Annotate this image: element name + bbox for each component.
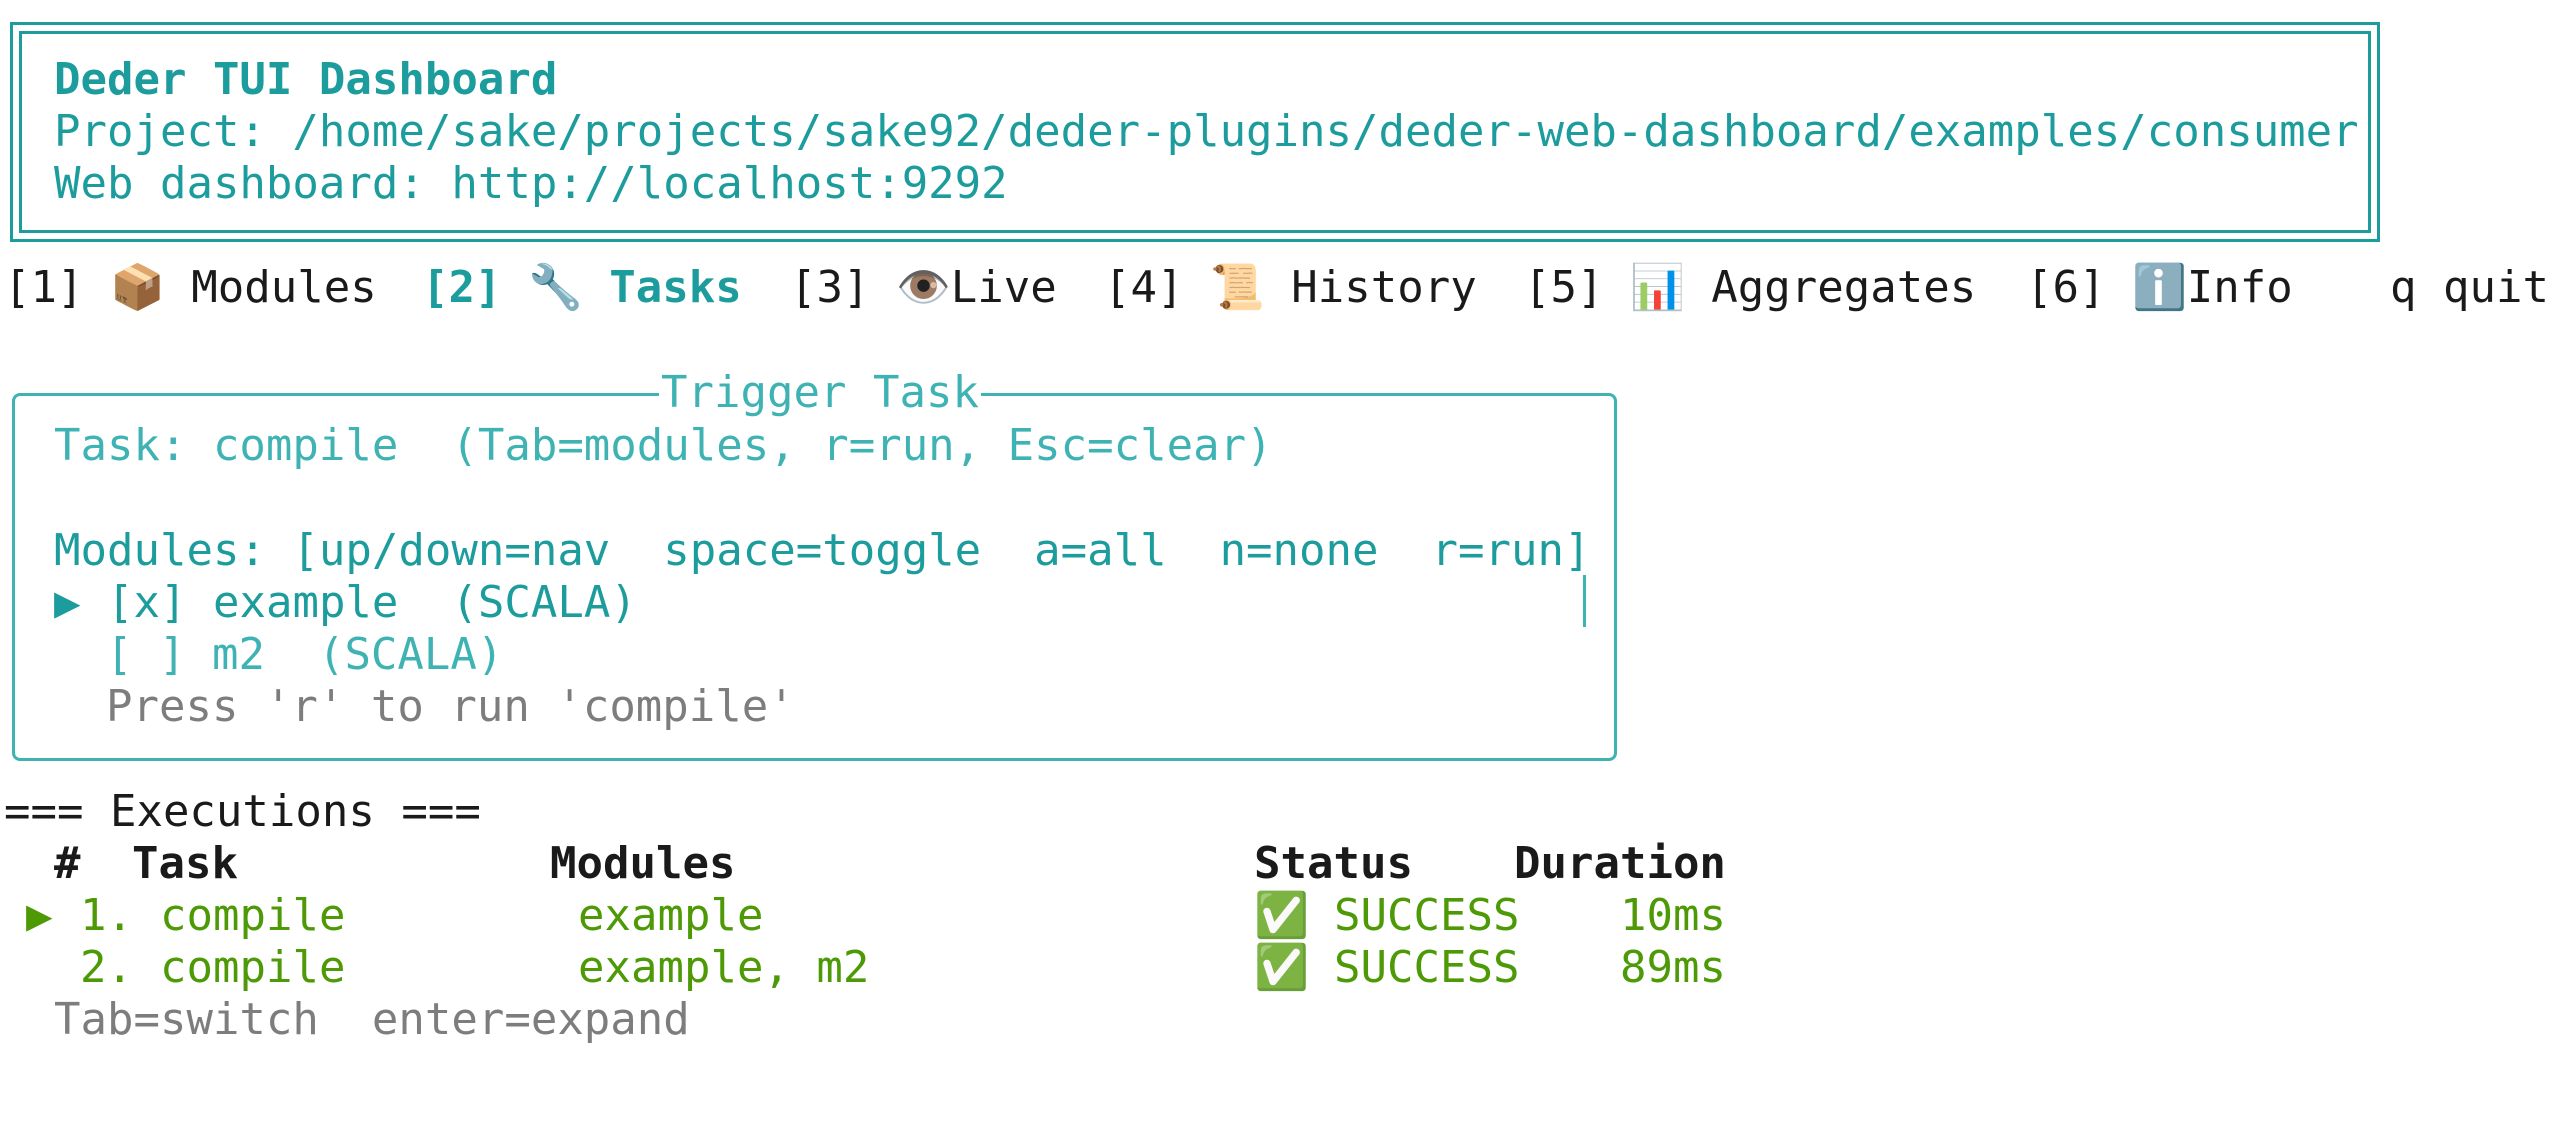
row-duration: 89ms — [1620, 942, 1726, 993]
modules-help-line: Modules: [up/down=nav space=toggle a=all… — [54, 525, 1591, 576]
col-header-duration: Duration — [1514, 838, 1726, 889]
trigger-task-title: Trigger Task — [659, 367, 981, 418]
web-dashboard-url[interactable]: Web dashboard: http://localhost:9292 — [54, 158, 1008, 209]
module-name: example — [212, 577, 399, 628]
selection-arrow-icon: ▶ — [26, 890, 53, 941]
tab-key: [5] — [1524, 262, 1604, 313]
row-status: SUCCESS — [1334, 942, 1520, 993]
check-icon: ✅ — [1254, 942, 1309, 993]
module-lang: (SCALA) — [317, 629, 504, 680]
executions-heading: === Executions === — [4, 786, 481, 837]
run-hint: Press 'r' to run 'compile' — [106, 681, 795, 732]
scroll-icon: 📜 — [1209, 262, 1265, 313]
project-path: Project: /home/sake/projects/sake92/dede… — [54, 106, 2359, 157]
row-modules: example, m2 — [578, 942, 870, 993]
package-icon: 📦 — [109, 262, 165, 313]
row-num: 2. — [80, 942, 133, 993]
tab-history[interactable]: [4] 📜 History — [1104, 262, 1477, 314]
panel-cursor-line — [1583, 575, 1586, 627]
tab-key: [2] — [422, 262, 502, 313]
row-duration: 10ms — [1620, 890, 1726, 941]
tab-live[interactable]: [3] 👁️Live — [790, 262, 1057, 314]
task-input-line[interactable]: Task: compile (Tab=modules, r=run, Esc=c… — [54, 420, 1273, 471]
module-row-m2[interactable]: [ ] m2 (SCALA) — [106, 629, 503, 681]
tab-label: Info — [2186, 262, 2293, 313]
tab-tasks[interactable]: [2] 🔧 Tasks — [422, 262, 742, 314]
row-status: SUCCESS — [1334, 890, 1520, 941]
tab-key: [1] — [4, 262, 84, 313]
tab-label: History — [1291, 262, 1477, 313]
check-icon: ✅ — [1254, 890, 1309, 941]
module-checkbox[interactable]: [ ] — [106, 629, 186, 680]
tab-label: Tasks — [609, 262, 742, 313]
tab-label: Modules — [191, 262, 377, 313]
tab-info[interactable]: [6] ℹ️Info — [2026, 262, 2293, 314]
row-num: 1. — [80, 890, 133, 941]
quit-shortcut[interactable]: q quit — [2390, 262, 2549, 313]
row-task: compile — [160, 942, 346, 993]
header-panel — [10, 22, 2380, 242]
tab-label: Aggregates — [1711, 262, 1977, 313]
wrench-icon: 🔧 — [527, 262, 583, 313]
module-name: m2 — [211, 629, 265, 680]
tab-aggregates[interactable]: [5] 📊 Aggregates — [1524, 262, 1976, 314]
tab-key: [4] — [1104, 262, 1184, 313]
col-header-task: Task — [132, 838, 238, 889]
col-header-modules: Modules — [550, 838, 736, 889]
col-header-status: Status — [1254, 838, 1413, 889]
tab-modules[interactable]: [1] 📦 Modules — [4, 262, 377, 314]
row-task: compile — [160, 890, 346, 941]
tab-label: Live — [950, 262, 1057, 313]
module-lang: (SCALA) — [451, 577, 637, 628]
bar-chart-icon: 📊 — [1629, 262, 1685, 313]
selection-arrow-icon: ▶ — [54, 577, 81, 628]
col-header-num: # — [54, 838, 81, 889]
row-modules: example — [578, 890, 764, 941]
module-checkbox[interactable]: [x] — [107, 577, 187, 628]
app-title: Deder TUI Dashboard — [54, 54, 558, 105]
module-row-example[interactable]: ▶ [x] example (SCALA) — [54, 577, 637, 629]
eye-icon: 👁️ — [895, 262, 951, 313]
executions-footer-hint: Tab=switch enter=expand — [54, 994, 690, 1045]
tab-key: [6] — [2026, 262, 2106, 313]
tab-key: [3] — [790, 262, 870, 313]
info-icon: ℹ️ — [2131, 262, 2187, 313]
